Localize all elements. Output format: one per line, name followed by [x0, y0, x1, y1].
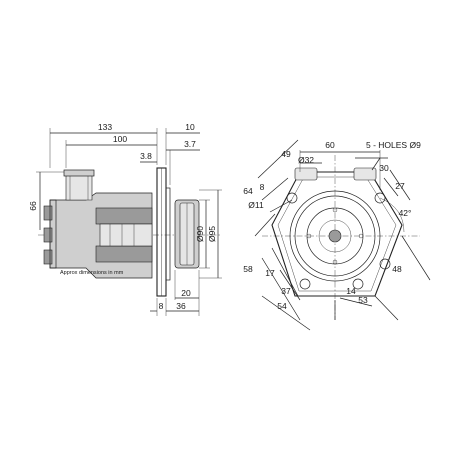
dim-17-label: 17	[265, 268, 275, 278]
dim-54-label: 54	[277, 301, 287, 311]
dim-27-label: 27	[395, 181, 405, 191]
dim-58-label: 58	[243, 264, 253, 274]
dim-42deg-label: 42°	[399, 208, 412, 218]
dim-8-front-label: 8	[260, 182, 265, 192]
dim-14-label: 14	[346, 286, 356, 296]
mounting-hole	[352, 278, 364, 290]
dim-53-label: 53	[358, 295, 368, 305]
dim-36-label: 36	[176, 301, 186, 311]
dim-100-label: 100	[113, 134, 127, 144]
dim-37-label: 37	[281, 286, 291, 296]
front-outlet-port	[353, 167, 377, 181]
front-inlet-port	[294, 167, 318, 181]
shaft-centre	[328, 229, 342, 243]
dim-3-8-label: 3.8	[140, 151, 152, 161]
dim-holes-label: 5 - HOLES Ø9	[366, 140, 421, 150]
front-view: 60 5 - HOLES Ø9 49 Ø32 30 64 8 27 Ø11 42…	[243, 139, 431, 331]
dim-30-label: 30	[379, 163, 389, 173]
dim-133-label: 133	[98, 122, 112, 132]
dim-d95-label: Ø95	[207, 226, 217, 242]
mounting-hole	[379, 258, 391, 270]
dim-66-label: 66	[28, 201, 38, 211]
dim-3-7-label: 3.7	[184, 139, 196, 149]
mounting-hole	[299, 278, 311, 290]
dim-60-label: 60	[325, 140, 335, 150]
dim-8-side-label: 8	[159, 301, 164, 311]
dim-10-label: 10	[185, 122, 195, 132]
dim-d90-label: Ø90	[195, 226, 205, 242]
dim-48-label: 48	[392, 264, 402, 274]
side-view: 133 100 10 3.8 3.7 66 Ø90 Ø95 20 8 36 Ap…	[28, 122, 222, 316]
mounting-hole	[374, 192, 386, 204]
dim-d11-label: Ø11	[248, 200, 264, 210]
dim-64-label: 64	[243, 186, 253, 196]
approx-dimensions-note: Approx dimensions in mm	[60, 270, 124, 276]
mounting-hole	[286, 192, 298, 204]
dim-20-label: 20	[181, 288, 191, 298]
dim-49-label: 49	[281, 149, 291, 159]
dim-d32-label: Ø32	[298, 155, 314, 165]
